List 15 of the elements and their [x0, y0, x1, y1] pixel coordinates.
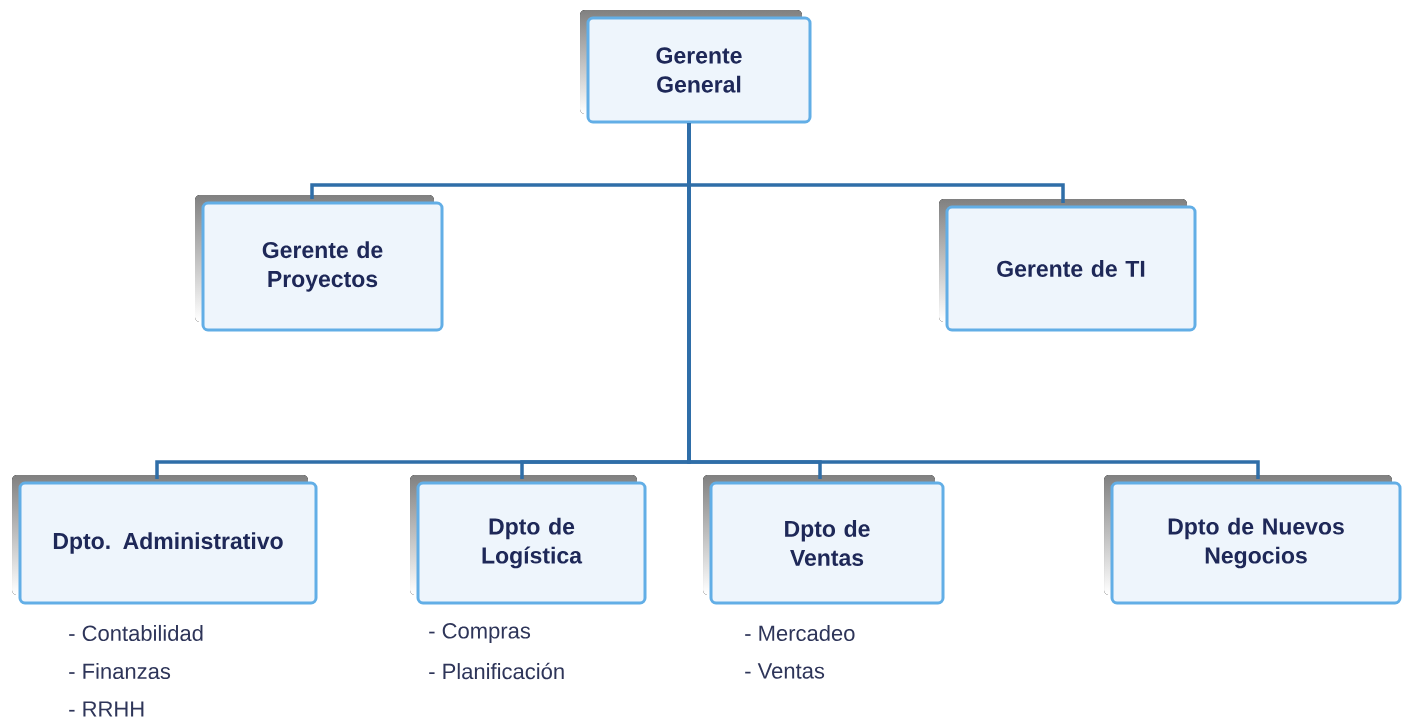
list-item: - Ventas: [745, 663, 825, 679]
org-box: Dpto de Nuevos Negocios: [1104, 475, 1402, 605]
org-box: Gerente de Proyectos: [195, 195, 444, 332]
list-item: - Finanzas: [69, 662, 171, 680]
org-box: Dpto de Logística: [410, 475, 647, 605]
org-box: Dpto. Administrativo: [12, 475, 318, 605]
list-item: - Mercadeo: [745, 624, 855, 642]
list-item: - Planificación: [429, 662, 564, 680]
list-item: - RRHH: [69, 701, 144, 717]
org-box: Dpto de Ventas: [703, 475, 945, 605]
connector: [687, 123, 1260, 479]
org-box: Gerente de TI: [939, 199, 1197, 332]
org-box: Gerente General: [580, 10, 812, 124]
list-item: - Compras: [429, 623, 531, 643]
list-item: - Contabilidad: [69, 624, 203, 642]
